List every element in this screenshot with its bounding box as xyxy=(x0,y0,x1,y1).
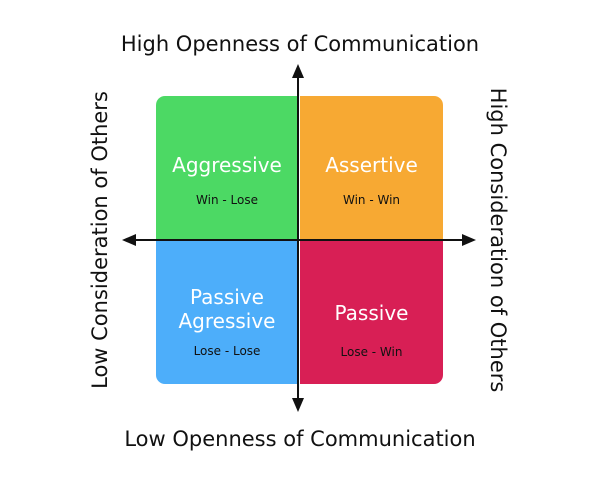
top-axis-label: High Openness of Communication xyxy=(120,32,480,56)
quadrant-title: Assertive xyxy=(325,153,418,177)
quadrant-assertive: Assertive Win - Win xyxy=(300,96,443,239)
quadrant-passive: Passive Lose - Win xyxy=(300,241,443,384)
quadrant-subtitle: Win - Lose xyxy=(196,193,258,207)
quadrant-subtitle: Lose - Win xyxy=(340,345,403,359)
arrow-right-icon xyxy=(462,234,476,246)
quadrant-title: Aggressive xyxy=(172,153,282,177)
arrow-up-icon xyxy=(292,64,304,78)
arrow-down-icon xyxy=(292,398,304,412)
quadrant-title: Passive Agressive xyxy=(178,285,276,333)
quadrant-subtitle: Lose - Lose xyxy=(193,344,261,358)
arrow-left-icon xyxy=(122,234,136,246)
bottom-axis-label: Low Openness of Communication xyxy=(124,427,476,451)
quadrant-subtitle: Win - Win xyxy=(342,193,401,207)
quadrant-aggressive: Aggressive Win - Lose xyxy=(156,96,298,239)
quadrant-title: Passive xyxy=(334,301,409,325)
quadrant-passive-agressive: Passive Agressive Lose - Lose xyxy=(156,241,298,384)
